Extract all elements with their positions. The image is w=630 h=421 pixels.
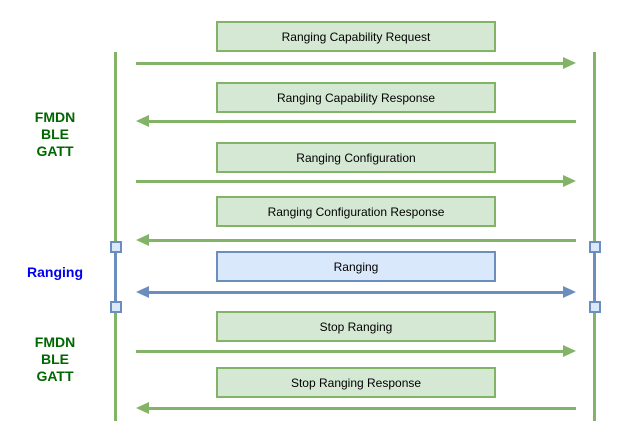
section-label-line: GATT	[36, 368, 74, 384]
message-box-stop-ranging-response: Stop Ranging Response	[216, 367, 496, 398]
message-arrow-both	[136, 286, 576, 298]
message-box-ranging-configuration-response: Ranging Configuration Response	[216, 196, 496, 227]
message-box-stop-ranging: Stop Ranging	[216, 311, 496, 342]
arrowhead-right-icon	[563, 345, 576, 357]
section-label-line: GATT	[36, 143, 74, 159]
ranging-session-segment	[114, 247, 117, 307]
arrow-shaft	[136, 61, 565, 65]
message-arrow-left	[136, 402, 576, 414]
ranging-endpoint-square	[109, 301, 122, 313]
message-box-ranging-capability-request: Ranging Capability Request	[216, 21, 496, 52]
ranging-session-segment	[593, 247, 596, 307]
arrowhead-right-icon	[563, 286, 576, 298]
ranging-endpoint-square	[109, 241, 122, 253]
lifeline-right	[593, 52, 596, 421]
arrow-shaft	[147, 119, 576, 123]
section-label-line: BLE	[41, 126, 69, 142]
section-label-line: BLE	[41, 351, 69, 367]
message-box-ranging-configuration: Ranging Configuration	[216, 142, 496, 173]
arrowhead-right-icon	[563, 57, 576, 69]
message-box-ranging: Ranging	[216, 251, 496, 282]
message-arrow-right	[136, 57, 576, 69]
arrowhead-left-icon	[136, 402, 149, 414]
arrowhead-left-icon	[136, 286, 149, 298]
arrow-shaft	[147, 406, 576, 410]
arrow-shaft	[147, 238, 576, 242]
message-arrow-left	[136, 115, 576, 127]
message-box-ranging-capability-response: Ranging Capability Response	[216, 82, 496, 113]
message-arrow-right	[136, 175, 576, 187]
arrow-shaft	[136, 349, 565, 353]
section-label-line: Ranging	[27, 264, 83, 280]
arrowhead-left-icon	[136, 115, 149, 127]
arrowhead-right-icon	[563, 175, 576, 187]
section-label-line: FMDN	[34, 334, 76, 350]
ranging-endpoint-square	[588, 241, 601, 253]
message-arrow-right	[136, 345, 576, 357]
message-arrow-left	[136, 234, 576, 246]
section-label-line: FMDN	[34, 109, 76, 125]
arrow-shaft	[136, 179, 565, 183]
arrowhead-left-icon	[136, 234, 149, 246]
lifeline-left	[114, 52, 117, 421]
ranging-endpoint-square	[588, 301, 601, 313]
arrow-shaft	[147, 290, 565, 294]
section-label-ranging-session: Ranging	[0, 264, 110, 281]
